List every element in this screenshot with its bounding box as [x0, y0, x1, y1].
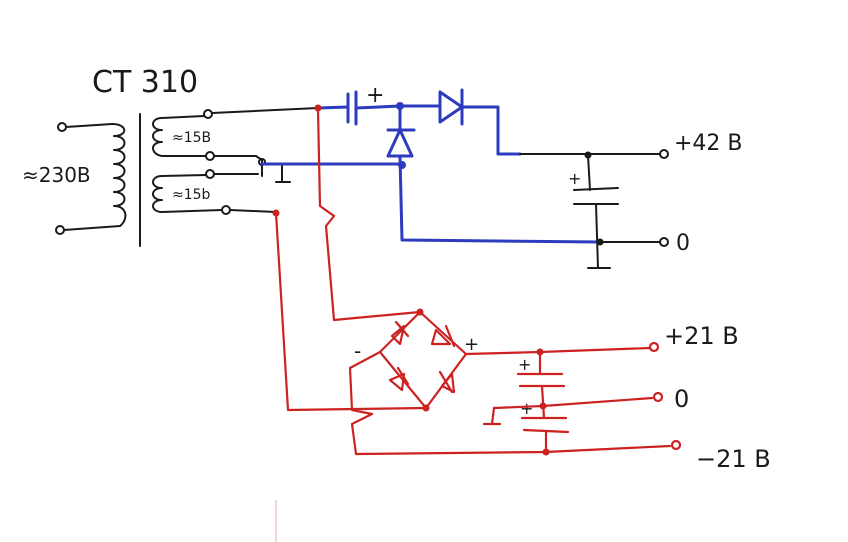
bridge-wire-top-left — [378, 310, 422, 354]
secondary-2-top-terminal — [205, 169, 215, 179]
blue-wire-diode-to-return — [398, 154, 602, 244]
blue-wire-diode-out — [460, 105, 522, 156]
primary-terminal-top — [57, 122, 67, 132]
mid-ground-symbol — [482, 406, 502, 426]
bridge-plus-wire — [464, 346, 652, 356]
filter-capacitor-plus: + — [568, 169, 581, 188]
output-zero-top-terminal[interactable] — [659, 237, 669, 247]
bridge-wire-top-right — [418, 310, 468, 356]
bridge-rectifier-stage: - + + + — [272, 104, 682, 456]
red-node-top — [314, 104, 322, 112]
node-zero-top — [596, 238, 604, 246]
primary-wire-bottom — [63, 225, 121, 231]
bridge-minus-wire — [348, 350, 672, 456]
filter-capacitor-lead-bottom — [595, 203, 599, 269]
secondary-coil-2 — [152, 175, 163, 213]
secondary-coil-1 — [152, 117, 163, 157]
secondary-1-bottom-terminal — [205, 151, 215, 161]
secondary-1-top-lead — [161, 115, 205, 119]
bridge-diode-2 — [430, 324, 456, 348]
primary-wire-top — [65, 123, 113, 128]
ground-symbol — [275, 165, 291, 183]
blue-wire-to-cap — [316, 105, 350, 110]
cap-stack-middle-lead — [540, 384, 546, 420]
blue-wire-cap-to-node — [354, 104, 402, 110]
bridge-diode-1 — [390, 320, 410, 346]
output-zero-mid-terminal[interactable] — [652, 391, 664, 403]
output-minus21-terminal[interactable] — [670, 439, 682, 451]
secondary-2-bottom-terminal — [221, 205, 231, 215]
secondary-2-top-lead — [161, 174, 207, 177]
cap-2-plus: + — [520, 399, 533, 418]
output-plus21-terminal[interactable] — [648, 341, 660, 353]
secondary-1-label: ≈15B — [172, 130, 211, 146]
secondary-1-top-terminal — [203, 109, 213, 119]
filter-capacitor-lead-top — [587, 154, 591, 191]
bridge-plus-mark: + — [464, 334, 479, 355]
primary-coil — [111, 123, 127, 227]
output-42v-terminal[interactable] — [659, 149, 669, 159]
secondary-2-label: ≈15b — [172, 187, 211, 203]
voltage-doubler: + — [260, 83, 602, 244]
red-wire-top-feed — [316, 108, 422, 322]
secondary-2-bottom-lead — [161, 209, 223, 213]
cap-1-plus: + — [518, 355, 531, 374]
output-plus42-label: +42 B — [674, 131, 743, 156]
output-42v-stage: + — [519, 149, 669, 269]
transformer — [55, 107, 319, 247]
output-zero-mid-label: 0 — [674, 385, 689, 413]
center-tap-wire — [213, 155, 263, 177]
mid-zero-wire — [492, 396, 654, 410]
bridge-diode-4 — [438, 370, 456, 394]
secondary-2-bottom-wire — [229, 209, 277, 213]
shunt-diode-triangle — [386, 128, 414, 158]
output-zero-top-label: 0 — [676, 231, 690, 256]
output-minus21-label: −21 B — [696, 445, 771, 473]
bridge-diode-3 — [388, 366, 410, 392]
secondary-1-top-wire — [211, 107, 319, 114]
bridge-minus-mark: - — [354, 339, 361, 363]
series-diode-triangle — [438, 90, 464, 124]
primary-voltage-label: ≈230B — [22, 163, 91, 187]
filter-capacitor-top-plate — [573, 187, 619, 191]
primary-terminal-bottom — [55, 225, 65, 235]
output-plus21-label: +21 B — [664, 322, 739, 350]
red-wire-bottom-feed — [274, 211, 428, 412]
series-capacitor-plus: + — [366, 83, 384, 108]
transformer-title: CT 310 — [92, 65, 198, 100]
blue-node-center — [398, 161, 406, 169]
